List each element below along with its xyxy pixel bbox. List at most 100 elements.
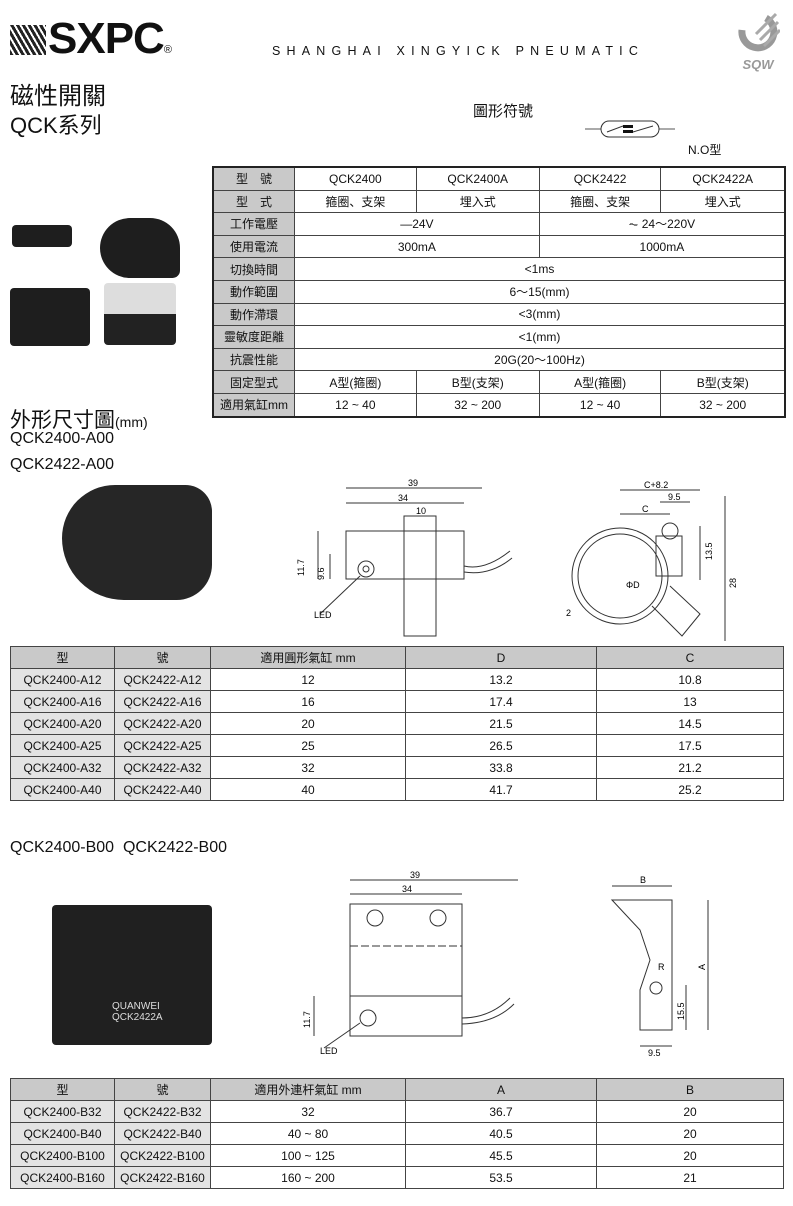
cell: 25.2 (596, 778, 784, 801)
symbol-label: 圖形符號 (473, 103, 534, 120)
column-header: 號 (114, 646, 211, 669)
spec-cell: 埋入式 (660, 189, 786, 214)
drawing-b-end: B A R 15.5 9.5 (610, 875, 709, 1058)
dim-b: B (640, 875, 646, 885)
spec-cell: QCK2400A (415, 166, 540, 191)
dim-9-6: 9.6 (316, 567, 326, 580)
model-a2: QCK2422-A00 (10, 456, 115, 473)
model-a1: QCK2400-A00 (10, 430, 115, 447)
reed-switch-symbol-icon (585, 120, 675, 138)
cell: 36.7 (405, 1100, 597, 1123)
dim-c: C (642, 504, 649, 514)
column-header: C (596, 646, 784, 669)
sqw-logo: SQW (733, 10, 783, 72)
stripe-logo-icon (10, 25, 46, 55)
cell: 16 (210, 690, 406, 713)
spec-label: 固定型式 (212, 370, 295, 394)
product-photo-small-sensor (12, 225, 72, 247)
cell: QCK2400-A16 (10, 690, 115, 713)
cell: QCK2400-B160 (10, 1166, 115, 1189)
cell: 45.5 (405, 1144, 597, 1167)
cell: QCK2422-B32 (114, 1100, 211, 1123)
dim-c-8-2: C+8.2 (644, 480, 668, 490)
spec-label: 型 號 (212, 166, 295, 191)
column-header: 適用外連杆氣缸 mm (210, 1078, 406, 1101)
cell: 21.2 (596, 756, 784, 779)
cell: 25 (210, 734, 406, 757)
cell: 12 (210, 668, 406, 691)
column-header: B (596, 1078, 784, 1101)
spec-cell: QCK2422 (538, 166, 662, 191)
spec-label: 動作滯環 (212, 302, 295, 327)
table-row: 靈敏度距離<1(mm) (212, 325, 786, 349)
cell: 26.5 (405, 734, 597, 757)
dim-34: 34 (398, 493, 408, 503)
spec-cell: <1ms (294, 257, 786, 281)
dim-39: 39 (408, 478, 418, 488)
dim-13-5: 13.5 (704, 542, 714, 560)
product-photo-b: QUANWEI QCK2422A (52, 905, 212, 1045)
page-title: 磁性開關 (10, 83, 106, 110)
dim-10: 10 (416, 506, 426, 516)
cell: 21 (596, 1166, 784, 1189)
product-photo-bracket (10, 288, 90, 346)
spec-cell: 32 ~ 200 (660, 392, 786, 418)
drawing-a-side: 39 34 10 11.7 9.6 LED (296, 478, 513, 637)
spec-cell: <3(mm) (294, 302, 786, 327)
dim-39: 39 (410, 870, 420, 880)
cell: QCK2422-B160 (114, 1166, 211, 1189)
spec-cell: QCK2400 (294, 166, 417, 191)
spec-label: 靈敏度距離 (212, 325, 295, 349)
cell: QCK2400-A12 (10, 668, 115, 691)
heading-unit: (mm) (115, 414, 148, 430)
led-label: LED (320, 1046, 338, 1056)
spec-cell: QCK2422A (660, 166, 786, 191)
cell: 13.2 (405, 668, 597, 691)
cell: 53.5 (405, 1166, 597, 1189)
dim-phi-d: ΦD (626, 580, 640, 590)
symbol-type: N.O型 (688, 143, 722, 157)
product-photo-embedded (104, 283, 176, 345)
cell: 20 (596, 1122, 784, 1145)
brand-logo: SXPC® (10, 14, 172, 64)
spec-label: 使用電流 (212, 234, 295, 259)
sqw-logo-icon (738, 12, 782, 52)
cell: 17.4 (405, 690, 597, 713)
spec-label: 切換時間 (212, 257, 295, 281)
cell: QCK2422-A16 (114, 690, 211, 713)
cell: 20 (210, 712, 406, 735)
spec-cell: A型(箍圈) (538, 370, 662, 394)
dim-2: 2 (566, 608, 571, 618)
cell: QCK2400-A25 (10, 734, 115, 757)
column-header: 適用圓形氣缸 mm (210, 646, 406, 669)
section-b-heading: QCK2400-B00 QCK2422-B00 (10, 839, 228, 856)
cell: 20 (596, 1100, 784, 1123)
spec-cell: 20G(20～100Hz) (294, 347, 786, 372)
cell: 10.8 (596, 668, 784, 691)
cell: 13 (596, 690, 784, 713)
cell: 33.8 (405, 756, 597, 779)
led-label: LED (314, 610, 332, 620)
cell: 32 (210, 1100, 406, 1123)
dim-9-5: 9.5 (648, 1048, 661, 1058)
cell: 40.5 (405, 1122, 597, 1145)
cell: 32 (210, 756, 406, 779)
cell: QCK2400-A32 (10, 756, 115, 779)
cell: 14.5 (596, 712, 784, 735)
dim-11-7: 11.7 (296, 559, 306, 576)
spec-cell: —24V (294, 212, 540, 236)
